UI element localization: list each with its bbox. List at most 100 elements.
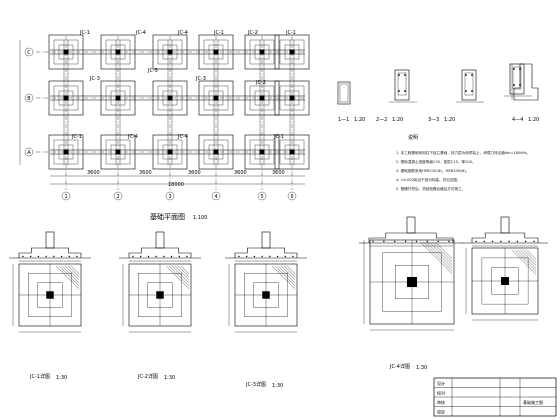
- footing-outline: [53, 85, 79, 111]
- rebar-dot: [437, 240, 439, 243]
- plan-title: 基础平面图: [150, 212, 185, 221]
- rebar-dot: [284, 255, 286, 258]
- detail-step: [234, 247, 298, 258]
- footing-outline: [152, 134, 188, 170]
- detail-scale: 1:30: [164, 375, 175, 381]
- rebar-dot: [516, 240, 519, 243]
- footing-outline: [58, 144, 74, 160]
- footing-outline: [279, 139, 305, 165]
- rebar-hatch: [429, 241, 453, 265]
- footing-tag: JC-4: [177, 30, 188, 36]
- axis-label: 4: [215, 194, 218, 200]
- rebar-hatch: [423, 241, 453, 271]
- rebar-dot: [269, 255, 271, 258]
- footing-outline: [284, 90, 300, 106]
- footing-outline: [152, 80, 188, 116]
- section-label: 4—4: [512, 117, 523, 123]
- rebar-dot: [404, 74, 406, 76]
- axis-bubble: [24, 47, 34, 57]
- section-beam: [394, 69, 410, 101]
- column: [167, 149, 173, 155]
- footing-outline: [48, 134, 84, 170]
- axis-label: C: [27, 50, 31, 56]
- rebar-dot: [383, 240, 385, 243]
- footing-outline: [244, 80, 280, 116]
- detail-scale: 1:30: [416, 365, 427, 371]
- rebar-dot: [404, 90, 406, 92]
- section-beam: [509, 63, 525, 95]
- rebar-hatch: [178, 265, 190, 277]
- rebar-dot: [60, 255, 63, 258]
- rebar-dot: [513, 84, 515, 86]
- plan-span-dim: 3600: [87, 170, 100, 176]
- rebar-dot: [398, 90, 400, 92]
- detail-step: [368, 232, 454, 243]
- column: [115, 149, 121, 155]
- rebar-hatch: [272, 265, 296, 289]
- rebar-hatch: [517, 249, 537, 269]
- footing-tag: JC-3: [195, 76, 206, 82]
- footing-outline: [110, 144, 126, 160]
- footing-outline: [48, 80, 84, 116]
- rebar-dot: [30, 255, 32, 258]
- footing-tag: JC-1: [285, 30, 296, 36]
- rebar-dot: [22, 255, 24, 258]
- rebar-dot: [475, 240, 477, 243]
- section-4-shape: [513, 63, 539, 101]
- section-beam: [461, 69, 477, 101]
- rebar-dot: [404, 240, 407, 243]
- note-line: 1. 本工程基础采用柱下独立基础，持力层为粉质粘土，承载力特征值fak=180k…: [396, 150, 530, 155]
- footing-outline: [162, 44, 178, 60]
- title-block-reviewer: 审核: [437, 399, 445, 405]
- rebar-hatch: [281, 265, 296, 280]
- rebar-hatch: [56, 265, 80, 289]
- footing-tag: JC-2: [247, 30, 258, 36]
- rebar-dot: [53, 255, 55, 258]
- section-scale: 1:20: [392, 117, 403, 123]
- rebar-dot: [491, 240, 494, 243]
- rebar-dot: [68, 255, 70, 258]
- section-scale: 1:20: [528, 117, 539, 123]
- axis-label: 6: [291, 194, 294, 200]
- rebar-hatch: [514, 249, 537, 272]
- footing-outline: [208, 90, 224, 106]
- rebar-hatch: [166, 265, 190, 289]
- note-line: 5. 基槽开挖后，须经验槽合格后方可施工。: [396, 186, 465, 191]
- footing-outline: [254, 44, 270, 60]
- axis-label: B: [27, 96, 31, 102]
- footing-tag: JC-2: [255, 80, 266, 86]
- rebar-dot: [372, 240, 374, 243]
- plan-span-dim: 3600: [272, 170, 285, 176]
- footing-outline: [162, 90, 178, 106]
- notes-heading: 说明: [408, 134, 418, 141]
- footing-outline: [274, 34, 310, 70]
- rebar-hatch: [426, 241, 453, 268]
- rebar-hatch: [432, 241, 453, 262]
- detail-column: [261, 231, 271, 249]
- footing-outline: [58, 90, 74, 106]
- rebar-hatch: [175, 265, 190, 280]
- axis-bubble: [211, 191, 221, 201]
- footing-tag: JC-1: [273, 134, 284, 140]
- footing-outline: [254, 90, 270, 106]
- rebar-dot: [147, 255, 150, 258]
- rebar-dot: [426, 240, 428, 243]
- section-rebar-cage: [512, 66, 522, 90]
- footing-outline: [279, 39, 305, 65]
- footing-outline: [203, 85, 229, 111]
- detail-step: [471, 232, 539, 243]
- footing-outline: [279, 85, 305, 111]
- axis-bubble: [61, 191, 71, 201]
- rebar-hatch: [511, 249, 537, 275]
- rebar-dot: [276, 255, 279, 258]
- footing-outline: [284, 44, 300, 60]
- column: [63, 49, 69, 55]
- rebar-dot: [513, 68, 515, 70]
- footing-outline: [162, 144, 178, 160]
- footing-outline: [110, 44, 126, 60]
- rebar-hatch: [526, 249, 537, 260]
- detail-label: JC-4详图: [389, 363, 410, 370]
- plan-span-dim: 3600: [139, 170, 152, 176]
- footing-outline: [244, 134, 280, 170]
